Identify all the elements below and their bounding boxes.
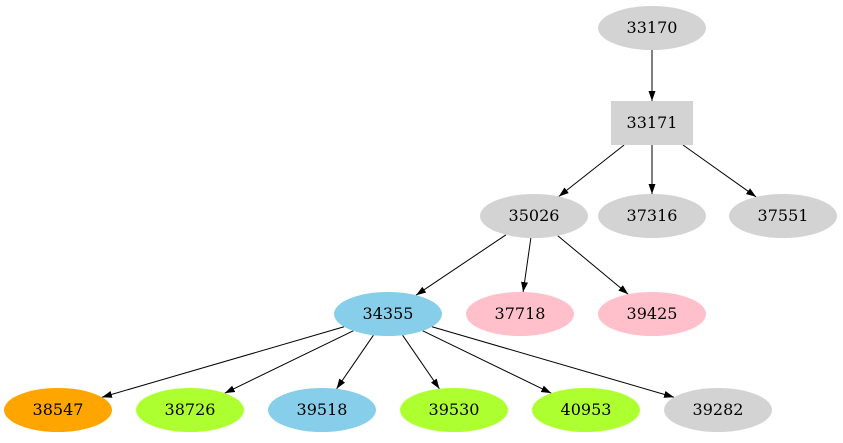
node-label: 39425	[627, 304, 678, 323]
edge-34355-39282	[431, 326, 675, 398]
edge-35026-39425	[557, 235, 629, 295]
node-37718: 37718	[466, 292, 574, 336]
node-label: 39282	[693, 400, 744, 419]
edge-34355-40953	[422, 330, 552, 394]
node-39425: 39425	[598, 292, 706, 336]
node-34355: 34355	[334, 292, 442, 336]
node-shape	[729, 194, 837, 238]
node-33170: 33170	[598, 6, 706, 50]
node-label: 38726	[165, 400, 216, 419]
edge-35026-37718	[521, 237, 532, 293]
node-label: 39518	[297, 400, 348, 419]
node-label: 33171	[627, 113, 678, 132]
node-shape	[664, 388, 772, 432]
node-40953: 40953	[532, 388, 640, 432]
node-label: 38547	[33, 400, 84, 419]
edge-34355-39518	[336, 334, 374, 390]
node-shape	[598, 194, 706, 238]
node-label: 35026	[509, 206, 560, 225]
node-label: 33170	[627, 18, 678, 37]
edge-34355-39530	[402, 334, 440, 390]
node-37316: 37316	[598, 194, 706, 238]
node-35026: 35026	[480, 194, 588, 238]
node-shape	[4, 388, 112, 432]
node-shape	[136, 388, 244, 432]
edge-33171-35026	[558, 144, 625, 197]
edge-33171-37551	[682, 144, 757, 198]
node-shape	[400, 388, 508, 432]
node-39282: 39282	[664, 388, 772, 432]
node-label: 39530	[429, 400, 480, 419]
node-shape	[466, 292, 574, 336]
node-shape	[532, 388, 640, 432]
node-label: 37551	[758, 206, 809, 225]
node-shape	[598, 6, 706, 50]
node-shape	[334, 292, 442, 336]
node-33171: 33171	[611, 101, 693, 145]
node-label: 40953	[561, 400, 612, 419]
node-38547: 38547	[4, 388, 112, 432]
node-label: 37718	[495, 304, 546, 323]
node-37551: 37551	[729, 194, 837, 238]
edge-34355-38726	[224, 330, 354, 394]
node-38726: 38726	[136, 388, 244, 432]
node-39530: 39530	[400, 388, 508, 432]
edge-35026-34355	[415, 234, 507, 296]
node-label: 34355	[363, 304, 414, 323]
edge-34355-38547	[101, 326, 345, 398]
node-shape	[611, 101, 693, 145]
node-39518: 39518	[268, 388, 376, 432]
node-shape	[268, 388, 376, 432]
node-shape	[598, 292, 706, 336]
node-shape	[480, 194, 588, 238]
node-label: 37316	[627, 206, 678, 225]
